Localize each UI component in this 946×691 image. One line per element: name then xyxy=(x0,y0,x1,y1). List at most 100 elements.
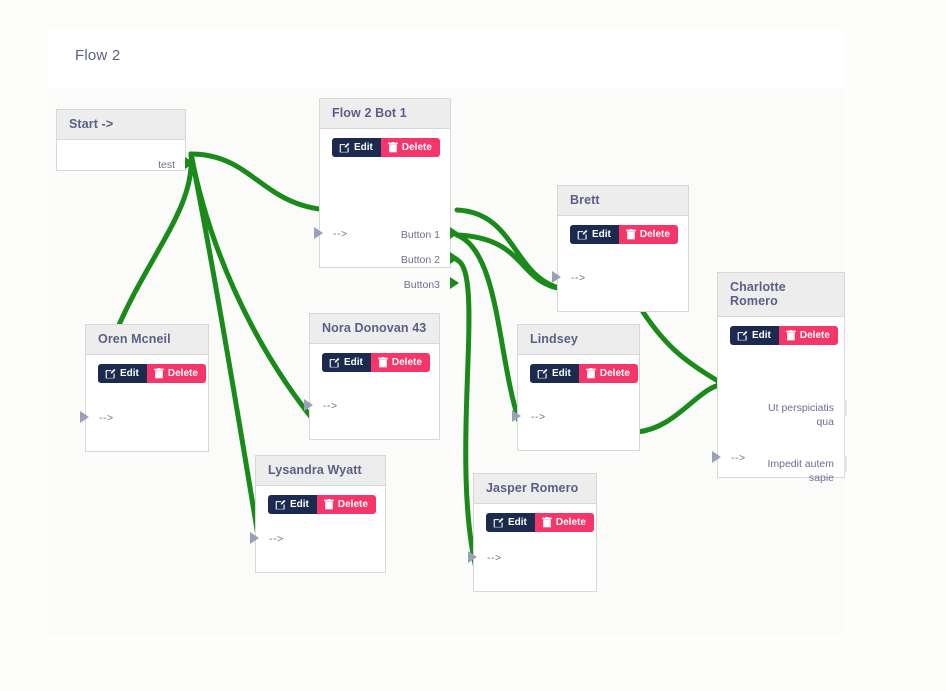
output-port-marker-icon xyxy=(450,277,459,289)
edge-connector xyxy=(454,232,566,292)
output-port-charlotte-romero-0[interactable]: Ut perspiciatis qua xyxy=(768,402,834,428)
edit-button-flow-2-bot-1[interactable]: Edit xyxy=(332,138,381,157)
delete-button-oren-mcneil[interactable]: Delete xyxy=(146,364,206,383)
node-flow-2-bot-1[interactable]: Flow 2 Bot 1 Edit Delete --> Button 1 Button … xyxy=(314,98,459,291)
node-title-nora-donovan-43: Nora Donovan 43 xyxy=(310,314,439,344)
node-toolbar-charlotte-romero: Edit Delete xyxy=(718,317,844,345)
edit-button-label: Edit xyxy=(752,329,771,341)
node-toolbar-lysandra-wyatt: Edit Delete xyxy=(256,486,385,514)
delete-button-charlotte-romero[interactable]: Delete xyxy=(778,326,838,345)
delete-button-brett[interactable]: Delete xyxy=(618,225,678,244)
node-body-lysandra-wyatt: Edit Delete --> xyxy=(250,486,385,571)
input-port-lindsey[interactable]: --> xyxy=(531,411,546,423)
input-port-flow-2-bot-1[interactable]: --> xyxy=(333,228,348,240)
delete-button-label: Delete xyxy=(639,228,670,240)
output-port-flow-2-bot-1-0[interactable]: Button 1 xyxy=(400,229,440,241)
input-port-nora-donovan-43[interactable]: --> xyxy=(323,400,338,412)
node-title-flow-2-bot-1: Flow 2 Bot 1 xyxy=(320,99,450,129)
node-start[interactable]: Start -> test xyxy=(56,109,194,171)
edit-button-label: Edit xyxy=(508,516,527,528)
delete-button-jasper-romero[interactable]: Delete xyxy=(534,513,594,532)
edit-button-lindsey[interactable]: Edit xyxy=(530,364,579,383)
input-port-charlotte-romero[interactable]: --> xyxy=(731,452,746,464)
pencil-square-icon xyxy=(339,142,350,153)
node-nora-donovan-43[interactable]: Nora Donovan 43 Edit Delete --> xyxy=(304,313,440,440)
edit-button-oren-mcneil[interactable]: Edit xyxy=(98,364,147,383)
node-title-charlotte-romero: Charlotte Romero xyxy=(718,273,844,317)
trash-icon xyxy=(388,142,398,153)
edge-connector xyxy=(640,309,726,387)
delete-button-label: Delete xyxy=(337,498,368,510)
input-port-marker-icon xyxy=(468,551,477,563)
node-body-start: test xyxy=(57,140,194,171)
trash-icon xyxy=(542,517,552,528)
pencil-square-icon xyxy=(105,368,116,379)
input-port-oren-mcneil[interactable]: --> xyxy=(99,412,114,424)
trash-icon xyxy=(626,229,636,240)
edit-button-label: Edit xyxy=(354,141,373,153)
pencil-square-icon xyxy=(537,368,548,379)
input-port-marker-icon xyxy=(250,532,259,544)
node-toolbar-lindsey: Edit Delete xyxy=(518,355,639,383)
page-title: Flow 2 xyxy=(75,47,121,64)
edit-button-label: Edit xyxy=(344,356,363,368)
pencil-square-icon xyxy=(737,330,748,341)
output-port-stub-icon xyxy=(844,400,847,416)
node-title-lindsey: Lindsey xyxy=(518,325,639,355)
node-title-brett: Brett xyxy=(558,186,688,216)
node-body-oren-mcneil: Edit Delete --> xyxy=(80,355,208,450)
pencil-square-icon xyxy=(493,517,504,528)
delete-button-label: Delete xyxy=(401,141,432,153)
input-port-lysandra-wyatt[interactable]: --> xyxy=(269,533,284,545)
edit-button-nora-donovan-43[interactable]: Edit xyxy=(322,353,371,372)
delete-button-nora-donovan-43[interactable]: Delete xyxy=(370,353,430,372)
node-toolbar-oren-mcneil: Edit Delete xyxy=(86,355,208,383)
node-title-start: Start -> xyxy=(57,110,185,140)
node-body-nora-donovan-43: Edit Delete --> xyxy=(304,344,439,438)
input-port-marker-icon xyxy=(512,410,521,422)
edge-connector xyxy=(454,232,526,435)
input-port-marker-icon xyxy=(314,227,323,239)
edit-button-brett[interactable]: Edit xyxy=(570,225,619,244)
output-port-start-0[interactable]: test xyxy=(158,159,175,171)
pencil-square-icon xyxy=(577,229,588,240)
page-header: Flow 2 xyxy=(47,30,844,88)
edit-button-charlotte-romero[interactable]: Edit xyxy=(730,326,779,345)
delete-button-label: Delete xyxy=(391,356,422,368)
delete-button-flow-2-bot-1[interactable]: Delete xyxy=(380,138,440,157)
output-port-flow-2-bot-1-1[interactable]: Button 2 xyxy=(400,254,440,266)
output-port-flow-2-bot-1-2[interactable]: Button3 xyxy=(403,279,440,291)
pencil-square-icon xyxy=(275,499,286,510)
input-port-marker-icon xyxy=(304,399,313,411)
output-port-charlotte-romero-1[interactable]: Impedit autem sapie xyxy=(767,458,834,484)
delete-button-label: Delete xyxy=(599,367,630,379)
output-port-marker-icon xyxy=(450,252,459,264)
delete-button-label: Delete xyxy=(167,367,198,379)
edit-button-jasper-romero[interactable]: Edit xyxy=(486,513,535,532)
delete-button-lysandra-wyatt[interactable]: Delete xyxy=(316,495,376,514)
input-port-brett[interactable]: --> xyxy=(571,272,586,284)
input-port-jasper-romero[interactable]: --> xyxy=(487,552,502,564)
edge-connector xyxy=(188,151,332,213)
node-toolbar-flow-2-bot-1: Edit Delete xyxy=(320,129,450,157)
edge-connector xyxy=(454,207,566,292)
edge-connector xyxy=(188,151,318,425)
delete-button-lindsey[interactable]: Delete xyxy=(578,364,638,383)
node-title-jasper-romero: Jasper Romero xyxy=(474,474,596,504)
edit-button-lysandra-wyatt[interactable]: Edit xyxy=(268,495,317,514)
output-port-stub-icon xyxy=(844,456,847,472)
edit-button-label: Edit xyxy=(592,228,611,240)
node-body-flow-2-bot-1: Edit Delete --> Button 1 Button 2 Button3 xyxy=(314,129,459,291)
trash-icon xyxy=(378,357,388,368)
pencil-square-icon xyxy=(329,357,340,368)
output-port-marker-icon xyxy=(450,227,459,239)
